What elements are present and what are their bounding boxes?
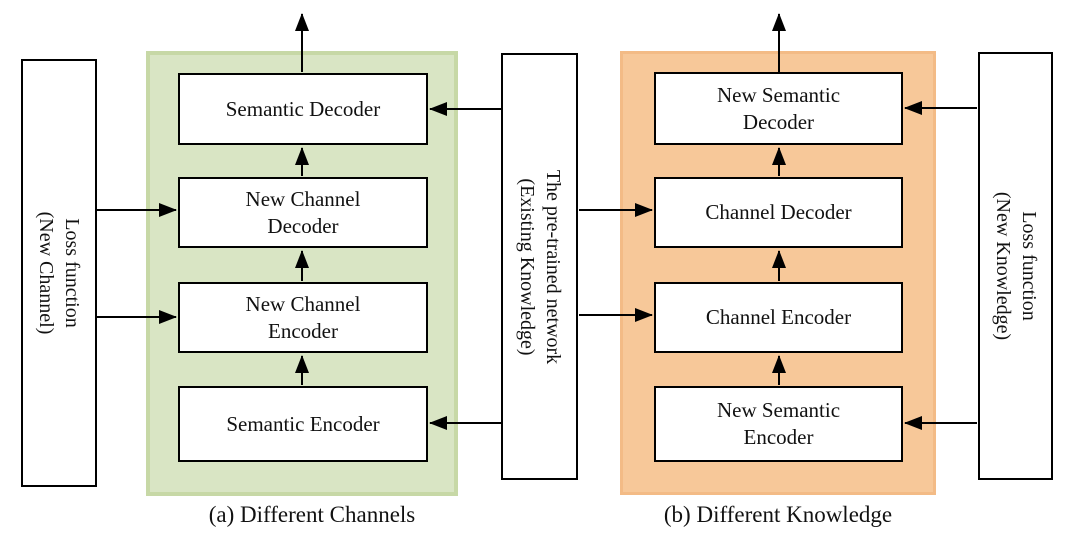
new-semantic-encoder-label: New Semantic Encoder xyxy=(716,398,841,449)
caption-panel-a: (a) Different Channels xyxy=(208,502,416,527)
loss-function-new-channel-box: Loss function (New Channel) xyxy=(21,59,97,487)
channel-decoder-box: Channel Decoder xyxy=(654,177,903,248)
semantic-encoder-label: Semantic Encoder xyxy=(226,411,380,436)
new-semantic-decoder-box: New Semantic Decoder xyxy=(654,72,903,145)
new-semantic-decoder-label: New Semantic Decoder xyxy=(716,82,841,134)
new-semantic-encoder-box: New Semantic Encoder xyxy=(654,386,903,462)
new-channel-decoder-box: New Channel Decoder xyxy=(178,177,428,248)
semantic-decoder-box: Semantic Decoder xyxy=(178,73,428,145)
semantic-decoder-label: Semantic Decoder xyxy=(225,96,381,121)
new-channel-encoder-box: New Channel Encoder xyxy=(178,282,428,353)
caption-panel-b: (b) Different Knowledge xyxy=(663,502,893,527)
channel-encoder-label: Channel Encoder xyxy=(705,305,852,330)
semantic-encoder-box: Semantic Encoder xyxy=(178,386,428,462)
new-channel-decoder-label: New Channel Decoder xyxy=(245,186,361,238)
pretrained-network-box: The pre-trained network (Existing Knowle… xyxy=(501,53,578,480)
channel-decoder-label: Channel Decoder xyxy=(705,200,852,225)
loss-function-new-knowledge-box: Loss function (New Knowledge) xyxy=(978,52,1053,480)
new-channel-encoder-label: New Channel Encoder xyxy=(245,291,361,343)
channel-encoder-box: Channel Encoder xyxy=(654,282,903,353)
